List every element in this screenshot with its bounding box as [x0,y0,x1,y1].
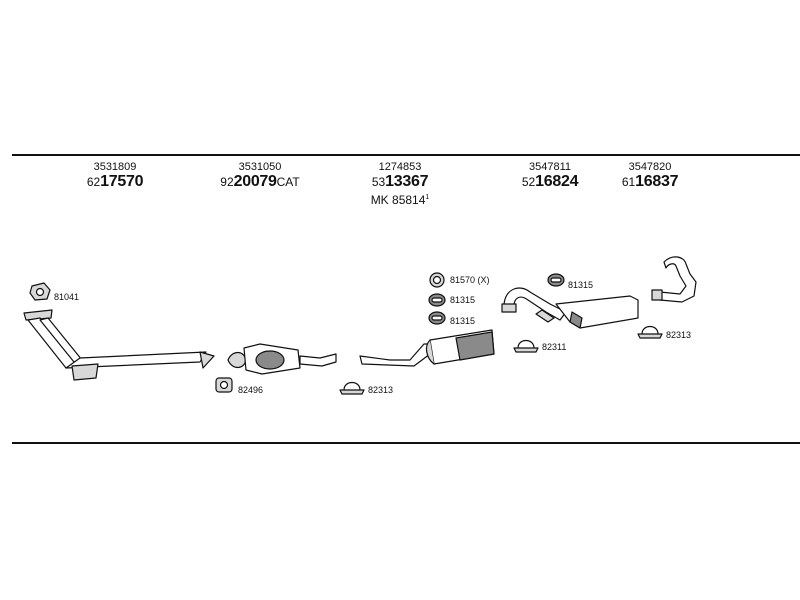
clamp-icon-82313-front [339,381,365,395]
part-column-rear-silencer: 3547811 5216824 [500,161,600,191]
clamp-icon-82313-rear [637,325,663,339]
hanger-icon-81315-a [428,293,446,307]
top-rule [12,154,800,156]
callout-81041: 81041 [54,292,79,302]
part-column-middle-silencer: 1274853 5313367 MK 858141 [350,161,450,207]
ring-icon-81570 [429,272,445,288]
part-number: 5216824 [521,173,579,190]
mounting-kit-number: MK 858141 [370,193,430,207]
part-column-front-pipe: 3531809 6217570 [70,161,160,191]
part-number: 5313367 [371,173,429,190]
callout-81315-b: 81315 [450,316,475,326]
gasket-icon-81041 [29,282,51,301]
part-number: 6116837 [621,173,679,190]
oe-number: 3531050 [238,161,282,173]
part-number: 9220079CAT [220,173,300,190]
oe-number: 1274853 [378,161,422,173]
clamp-icon-82311 [513,339,539,353]
part-column-tail-pipe: 3547820 6116837 [600,161,700,191]
oe-number: 3547820 [628,161,672,173]
callout-82313-front: 82313 [368,385,393,395]
callout-81570: 81570 (X) [450,275,490,285]
hanger-icon-81315-b [428,311,446,325]
bottom-rule [12,442,800,444]
callout-82313-rear: 82313 [666,330,691,340]
middle-silencer-icon [359,329,495,367]
rear-silencer-icon [501,287,639,329]
catalyst-icon [227,343,337,375]
clamp-icon-82496 [215,377,233,393]
oe-number: 3547811 [528,161,571,173]
part-number: 6217570 [86,173,144,190]
hanger-icon-81315-c [547,273,565,287]
tail-pipe-icon [651,256,697,303]
oe-number: 3531809 [93,161,137,173]
part-column-catalyst: 3531050 9220079CAT [205,161,315,191]
callout-81315-a: 81315 [450,295,475,305]
callout-81315-c: 81315 [568,280,593,290]
callout-82496: 82496 [238,385,263,395]
front-pipe-icon [23,309,215,381]
callout-82311: 82311 [542,342,566,352]
